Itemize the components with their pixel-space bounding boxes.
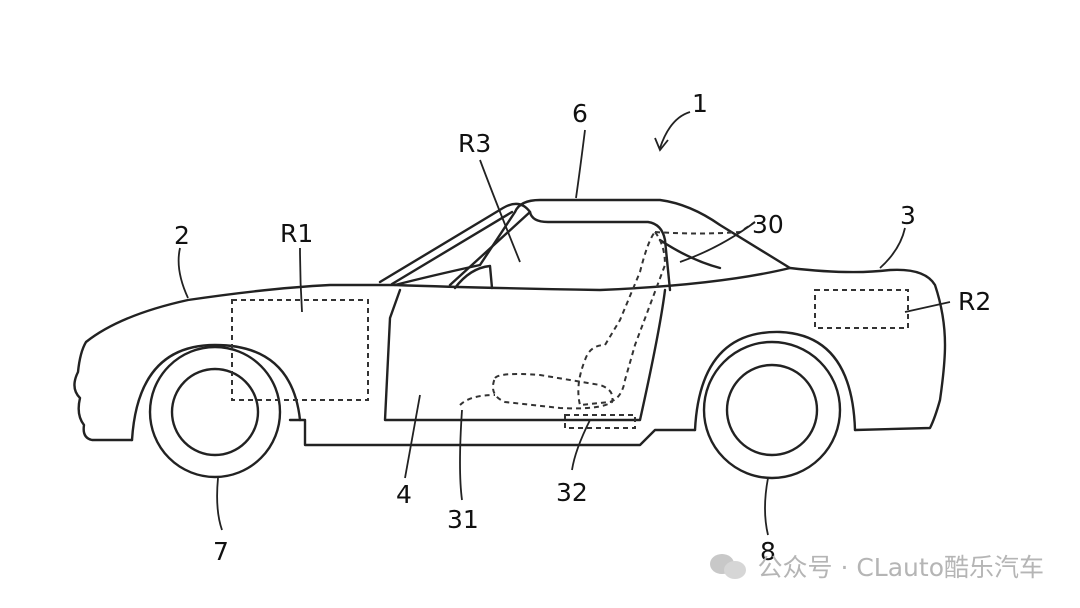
leader-4 (404, 394, 421, 479)
leader-1-arrow (654, 137, 669, 152)
car-body-outline (73, 198, 947, 447)
watermark-text: 公众号 · CLauto酷乐汽车 (757, 553, 1045, 582)
label-31: 31 (447, 505, 479, 534)
label-7: 7 (213, 537, 229, 566)
seat-base-outline (564, 414, 636, 429)
seat-outline (577, 230, 667, 407)
leader-7 (216, 477, 223, 531)
label-2: 2 (174, 221, 190, 250)
windshield (378, 202, 532, 287)
leader-32 (571, 419, 591, 471)
label-8: 8 (760, 537, 776, 566)
label-4: 4 (396, 480, 412, 509)
rear-deck (658, 238, 722, 270)
label-r3: R3 (458, 129, 491, 158)
front-wheel-rim (170, 367, 260, 457)
leader-8 (764, 477, 769, 536)
leader-r3 (479, 159, 521, 263)
leader-2 (177, 247, 189, 299)
watermark: 公众号 · CLauto酷乐汽车 (709, 548, 1045, 584)
rear-wheel-rim (725, 363, 819, 457)
label-r2: R2 (958, 287, 991, 316)
seat-back-roof-link (654, 221, 756, 235)
rear-wheel-tire (702, 340, 842, 480)
label-3: 3 (900, 201, 916, 230)
label-6: 6 (572, 99, 588, 128)
door-outline (383, 288, 667, 422)
leader-r2 (904, 301, 951, 313)
leader-3 (879, 227, 906, 269)
label-30: 30 (752, 210, 784, 239)
label-1: 1 (692, 89, 708, 118)
belt-line (393, 266, 792, 292)
wechat-icon (709, 552, 748, 580)
label-r1: R1 (280, 219, 313, 248)
leader-31 (459, 409, 463, 501)
front-wheel-arch (130, 343, 302, 442)
region-r1-box (231, 299, 369, 401)
door-window-frame (528, 210, 672, 292)
seat-cushion-outline (492, 373, 614, 410)
leader-1 (659, 111, 691, 149)
leader-r1 (299, 247, 303, 313)
seat-rail (459, 394, 496, 406)
leader-6 (575, 129, 586, 199)
side-mirror (453, 264, 494, 290)
label-32: 32 (556, 478, 588, 507)
leader-30 (679, 221, 756, 263)
region-r2-box (814, 289, 909, 329)
front-wheel-tire (148, 345, 282, 479)
rear-wheel-arch (693, 330, 857, 432)
